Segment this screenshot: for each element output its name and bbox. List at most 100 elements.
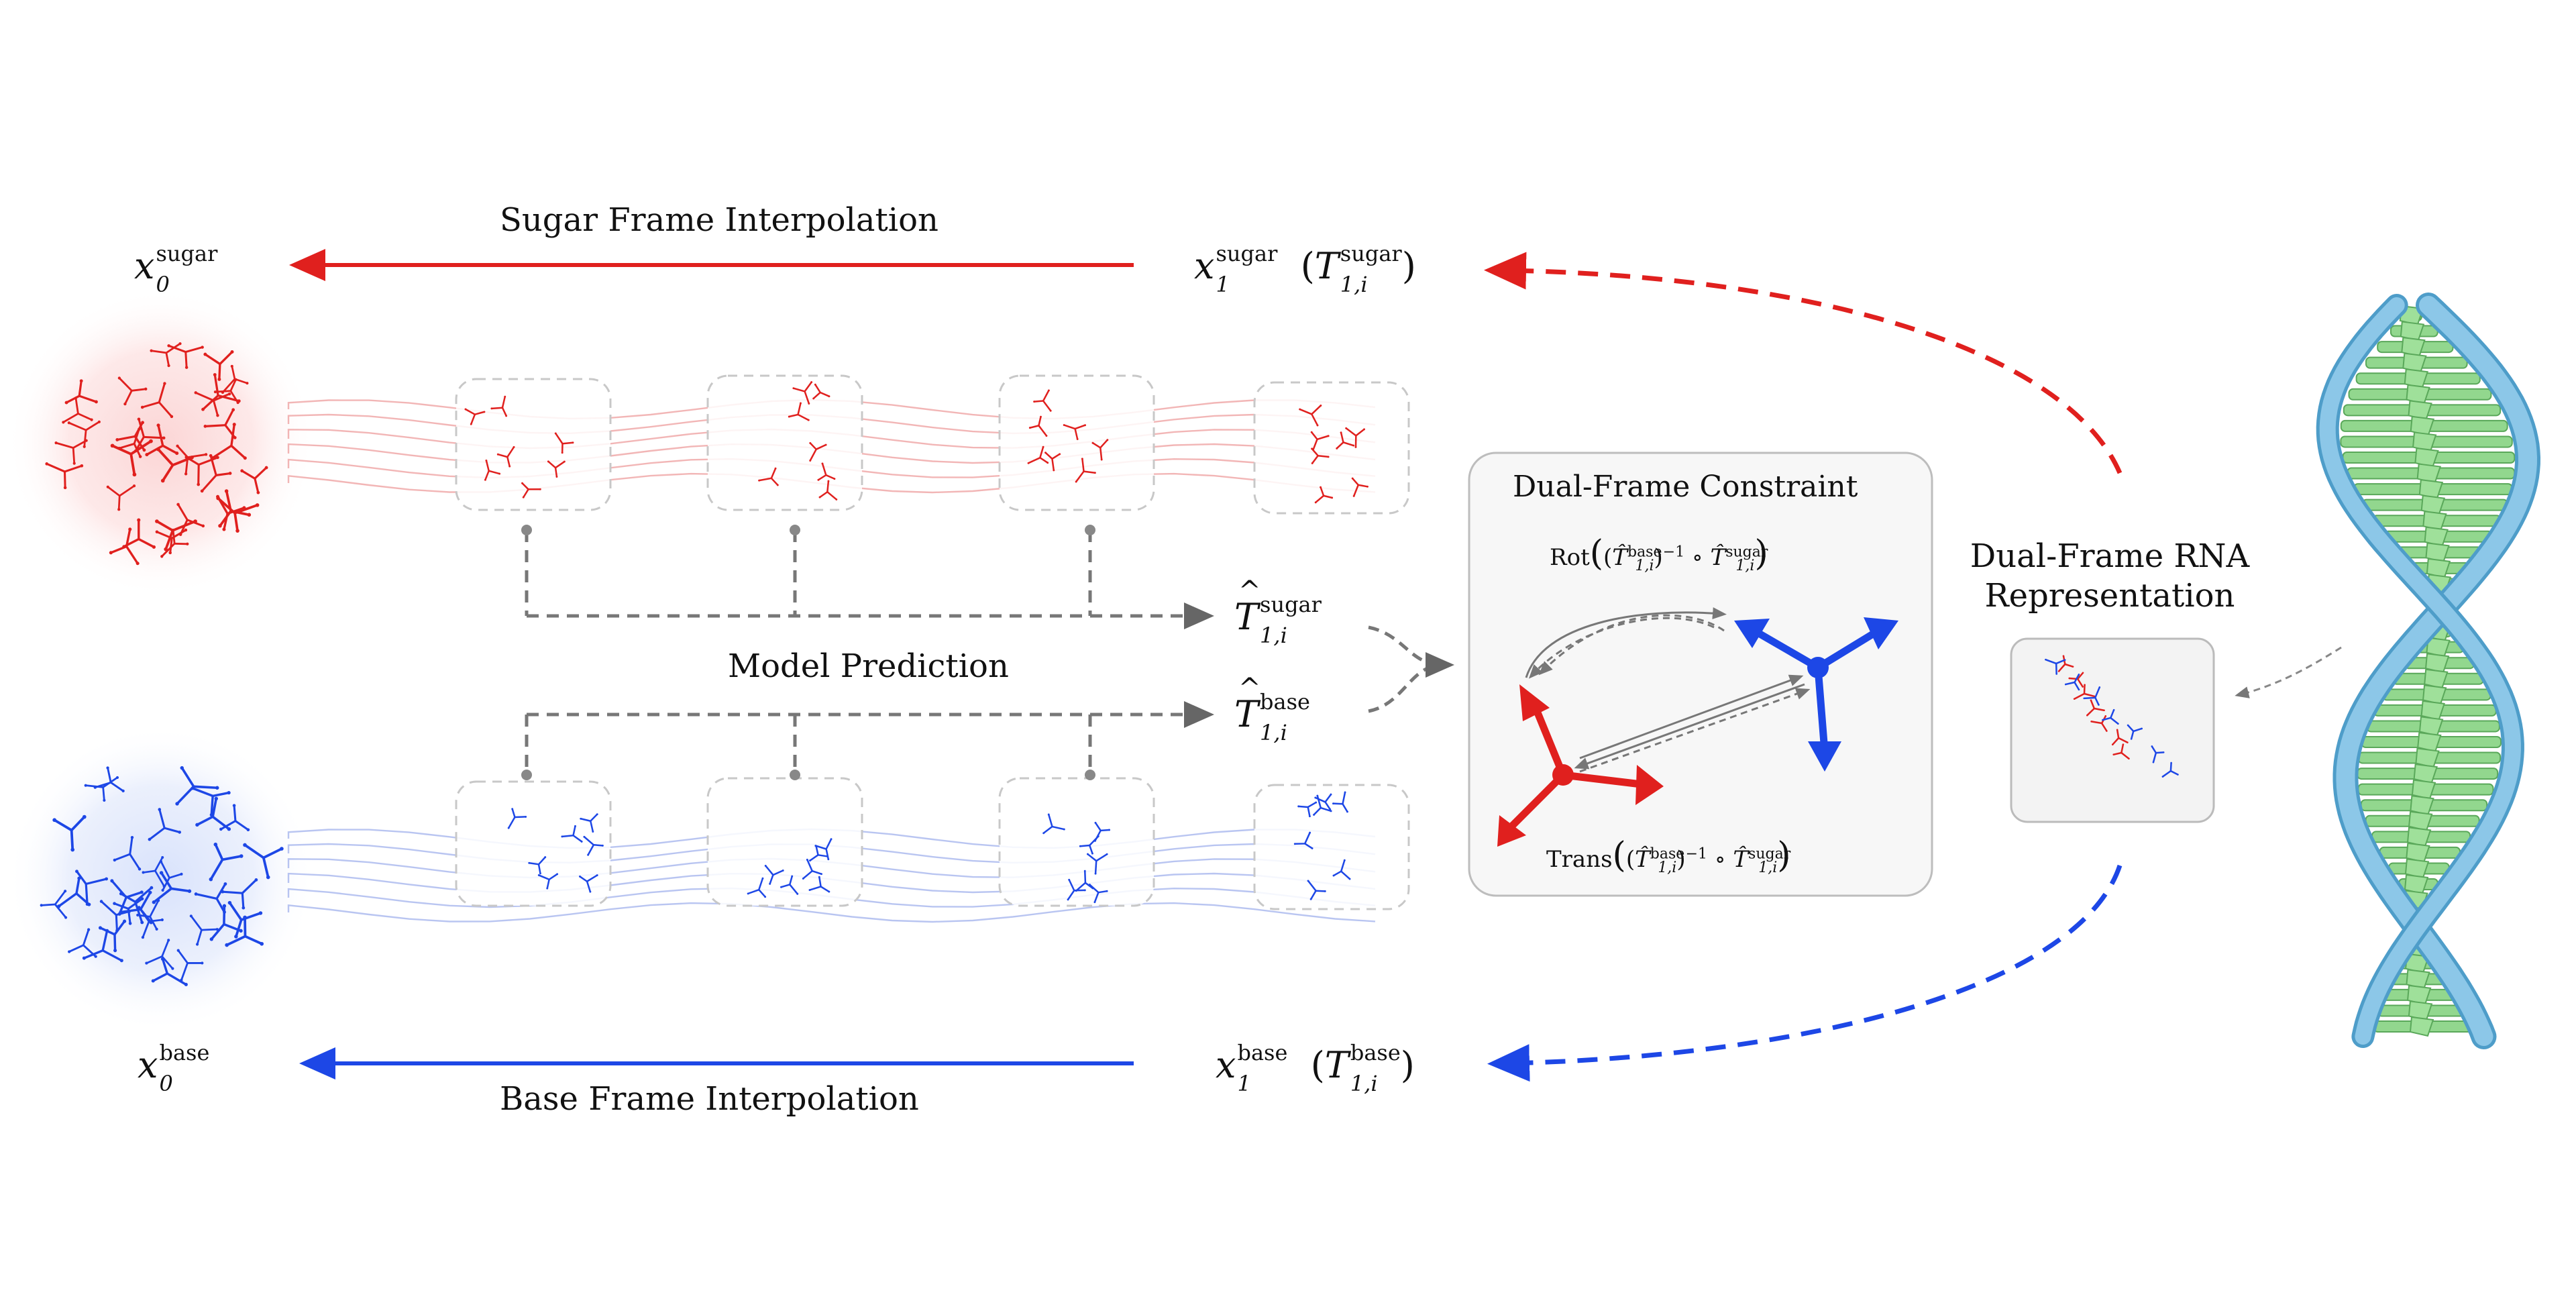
rna-representation-box [2010,637,2215,823]
frame-glyph [1345,427,1365,448]
frame-glyph [2127,724,2143,740]
frame-glyph [758,467,779,486]
frame-glyph [243,843,284,880]
frame-glyph [240,466,268,494]
frame-glyph [145,939,174,970]
sugar-noise-frames [45,342,268,566]
base-noise-glow [7,725,315,1033]
frame-glyph [140,382,174,419]
rna-to-inset-arrow [2235,646,2342,698]
frame-glyph [1307,880,1326,900]
dual-frame-rna-line1: Dual-Frame RNA [1970,537,2250,575]
sugar-prediction-dots [521,525,1095,535]
sugar-noise-glow [7,288,315,597]
sugar-prediction-connector [525,530,1214,629]
frame-glyph [464,408,486,425]
frame-glyph [1027,445,1049,464]
frame-glyph [1087,853,1108,875]
frame-glyph [2151,745,2165,764]
frame-glyph [817,462,836,481]
frame-glyph [62,397,93,424]
base-frame-large [1734,617,1898,772]
frame-glyph [113,835,142,871]
frame-glyph [40,890,68,919]
frame-glyph [764,864,784,885]
frame-glyph [1336,431,1355,450]
frame-glyph [75,870,109,906]
frame-glyph [2111,729,2129,746]
base-dashed-curve [1487,864,2123,1082]
frame-glyph [175,766,219,806]
base-noise-frames [40,766,284,987]
frame-glyph [117,376,148,406]
frame-glyph [583,835,604,856]
frame-glyph [2083,686,2101,706]
frame-glyph [93,766,125,793]
frame-glyph [110,439,153,477]
frame-glyph [528,856,547,875]
frame-glyph [216,494,246,531]
base-prediction-connector [525,701,1214,775]
frame-glyph [113,897,144,925]
frame-glyph [148,808,182,841]
dual-frame-constraint-box [1468,452,1933,897]
frame-glyph [1314,793,1332,810]
frame-glyph [176,949,204,982]
frame-glyph [1028,415,1048,437]
rna-helix-structure [2316,293,2541,1049]
frame-glyph [122,518,156,549]
frame-glyph [64,379,98,405]
frame-glyph [496,445,515,468]
frame-glyph [145,423,179,457]
frame-glyph [1293,831,1313,849]
frame-glyph [1332,859,1351,880]
frame-glyph [537,873,559,890]
frame-glyph [211,423,247,460]
sugar-interpolation-title: Sugar Frame Interpolation [500,201,938,239]
frame-glyph [1063,424,1086,440]
base-prediction-dots [521,770,1095,780]
frame-glyph [747,877,767,898]
frame-glyph [194,391,231,417]
frame-glyph [2112,743,2130,759]
frame-glyph [159,859,183,892]
frame-glyph [52,814,87,852]
constraint-relation-arrows [1525,607,1811,773]
frame-glyph [67,420,101,448]
frame-glyph [2064,674,2080,691]
frame-glyph [809,845,828,862]
frame-glyph [1297,801,1318,818]
model-prediction-label: Model Prediction [728,647,1009,685]
snapshot-boxes [455,374,1410,910]
frame-glyph [818,480,838,501]
frame-glyph [115,421,146,452]
dual-frame-rna-line2: Representation [1984,576,2235,615]
frame-glyph [189,914,219,946]
frame-glyph [203,350,234,381]
frame-glyph [195,796,231,831]
frame-glyph [138,906,164,939]
frame-glyph [802,858,822,880]
frame-glyph [110,879,144,916]
frame-glyph [521,482,541,498]
merge-curve-top [1368,625,1436,666]
frame-glyph [1075,870,1094,892]
frame-glyph [2045,658,2066,675]
frame-glyph [213,378,239,405]
frame-glyph [490,395,508,417]
frame-glyph [1093,821,1111,842]
frame-glyph [184,456,219,486]
frame-glyph [152,871,192,904]
frame-glyph [809,441,827,462]
frame-glyph [1299,405,1322,427]
frame-glyph [507,808,527,829]
frame-glyph [2086,699,2105,717]
frame-glyph [808,876,830,893]
frame-glyph [780,875,799,895]
frame-glyph [812,383,830,400]
frame-glyph [1091,439,1109,461]
